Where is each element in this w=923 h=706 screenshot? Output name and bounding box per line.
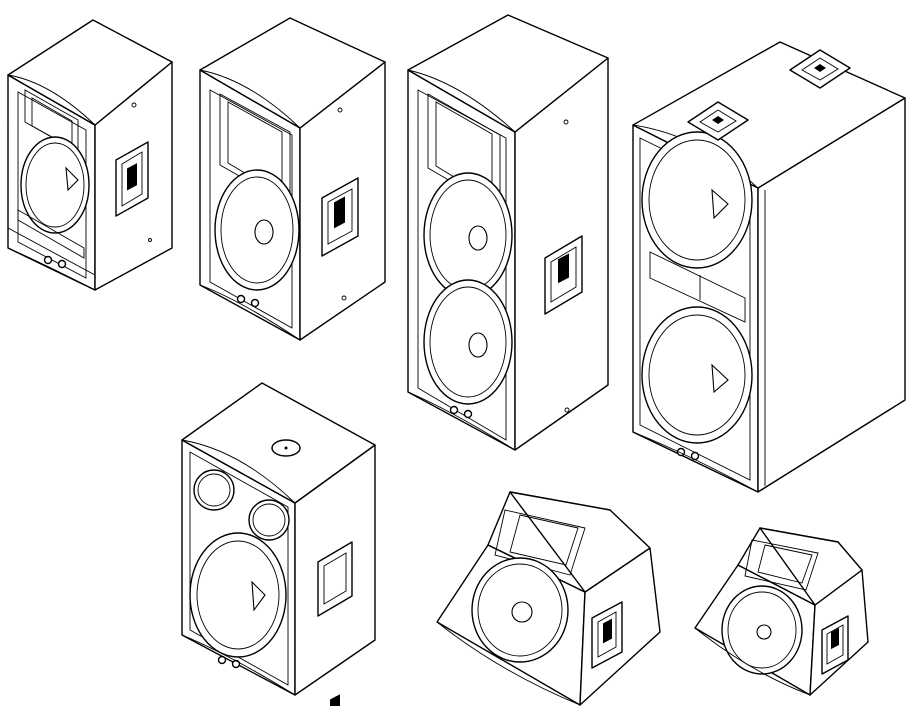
side-handle-icon [115,141,149,217]
top-panel [509,491,651,593]
speaker-cabinet-2 [199,17,386,341]
woofer-lower [423,279,513,405]
speaker-cabinet-5 [181,382,376,706]
woofer-upper [423,172,513,298]
woofer [20,136,90,234]
port-right [248,499,290,541]
top-handle-icon [687,101,749,141]
woofer-dustcap [511,601,533,623]
woofer-upper [641,131,753,269]
speaker-cabinet-3 [407,14,609,451]
top-handle-icon [271,439,301,457]
top-panel [407,14,609,133]
top-panel [7,19,173,126]
woofer-dustcap [756,624,772,640]
speaker-cabinet-7 [694,527,869,696]
speaker-cabinet-4 [632,41,906,493]
top-handle-icon [789,49,851,89]
woofer-lower [641,306,753,444]
speaker-cabinet-6 [436,491,661,706]
port-left [193,469,235,511]
woofer [189,532,287,658]
speaker-cabinet-1 [7,19,173,291]
side-handle-icon [317,541,353,706]
side-handle-icon [321,177,359,257]
top-panel [759,527,863,606]
side-handle-icon [544,235,583,315]
side-handle-icon [821,615,849,675]
woofer-dustcap [65,166,79,192]
woofer-dustcap [254,219,274,245]
top-panel [199,17,386,129]
side-handle-icon [591,601,623,669]
